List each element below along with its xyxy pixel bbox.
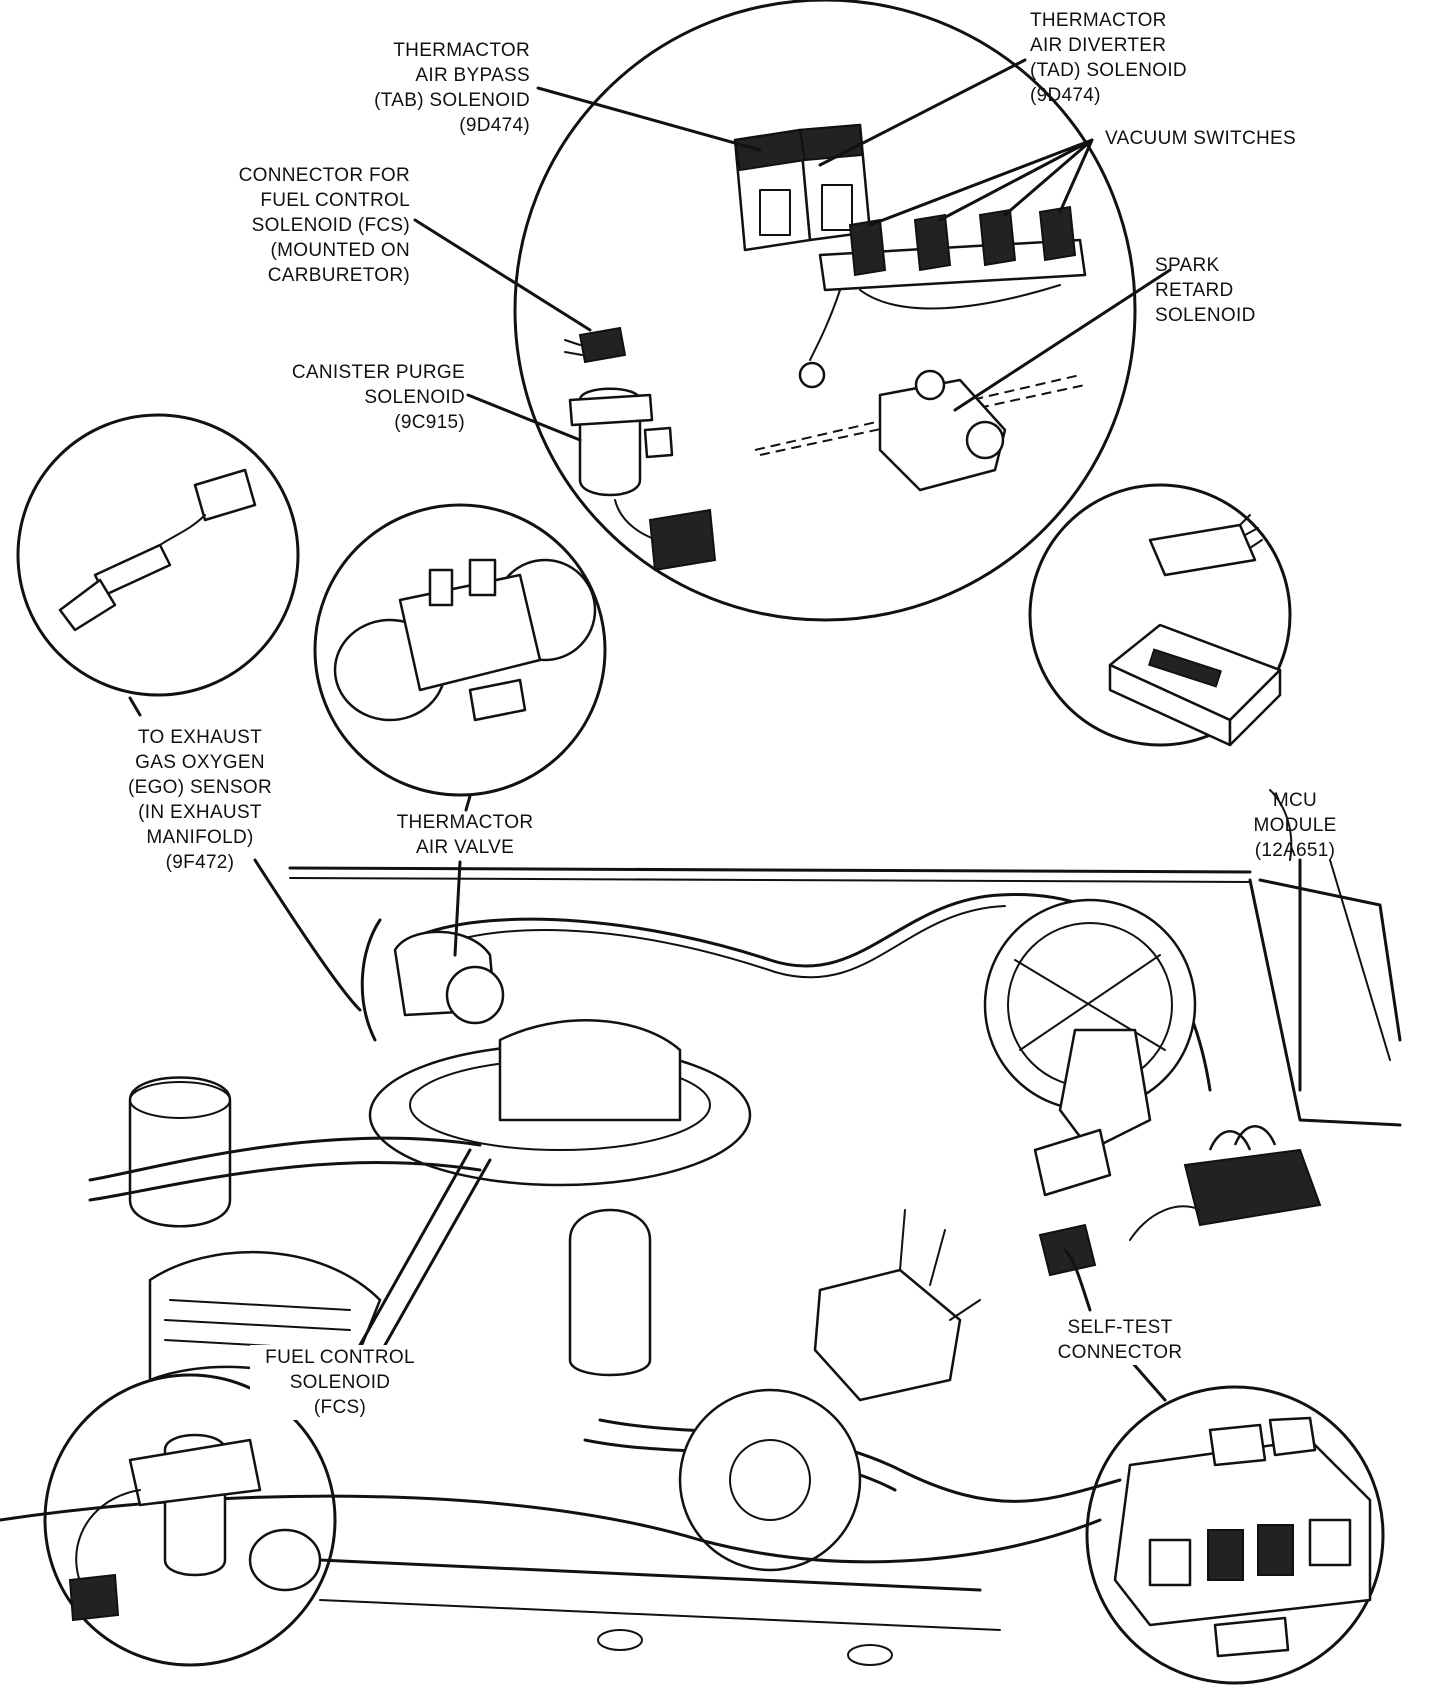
air-valve-detail-circle (313, 503, 607, 812)
label-spark-retard: SPARK RETARD SOLENOID (1155, 255, 1256, 326)
label-ego-sensor: TO EXHAUST GAS OXYGEN (EGO) SENSOR (IN E… (127, 727, 272, 873)
label-vacuum-switches: VACUUM SWITCHES (1105, 128, 1296, 149)
fcs-detail-circle (43, 1373, 337, 1667)
label-canister-purge: CANISTER PURGE SOLENOID (9C915) (291, 362, 465, 433)
label-fcs-connector: CONNECTOR FOR FUEL CONTROL SOLENOID (FCS… (238, 165, 410, 286)
connector-terminals (1148, 1518, 1352, 1587)
label-thermactor-air-valve: THERMACTOR AIR VALVE (396, 812, 534, 858)
vacuum-switch-row (848, 205, 1077, 277)
label-tad-solenoid: THERMACTOR AIR DIVERTER (TAD) SOLENOID (… (1030, 10, 1187, 106)
label-self-test-connector: SELF-TEST CONNECTOR (1045, 1315, 1195, 1365)
leader-lines (253, 58, 1302, 1402)
ego-sensor-detail-circle (16, 413, 300, 717)
label-fuel-control-solenoid: FUEL CONTROL SOLENOID (FCS) (250, 1345, 430, 1420)
engine-bay-drawing (0, 859, 1402, 1666)
mcu-detail-circle (1028, 483, 1293, 861)
label-tab-solenoid: THERMACTOR AIR BYPASS (TAB) SOLENOID (9D… (374, 40, 530, 136)
label-mcu-module: MCU MODULE (12A651) (1253, 790, 1337, 861)
solenoid-detail-circle (513, 0, 1137, 622)
self-test-detail-circle (1085, 1385, 1385, 1685)
